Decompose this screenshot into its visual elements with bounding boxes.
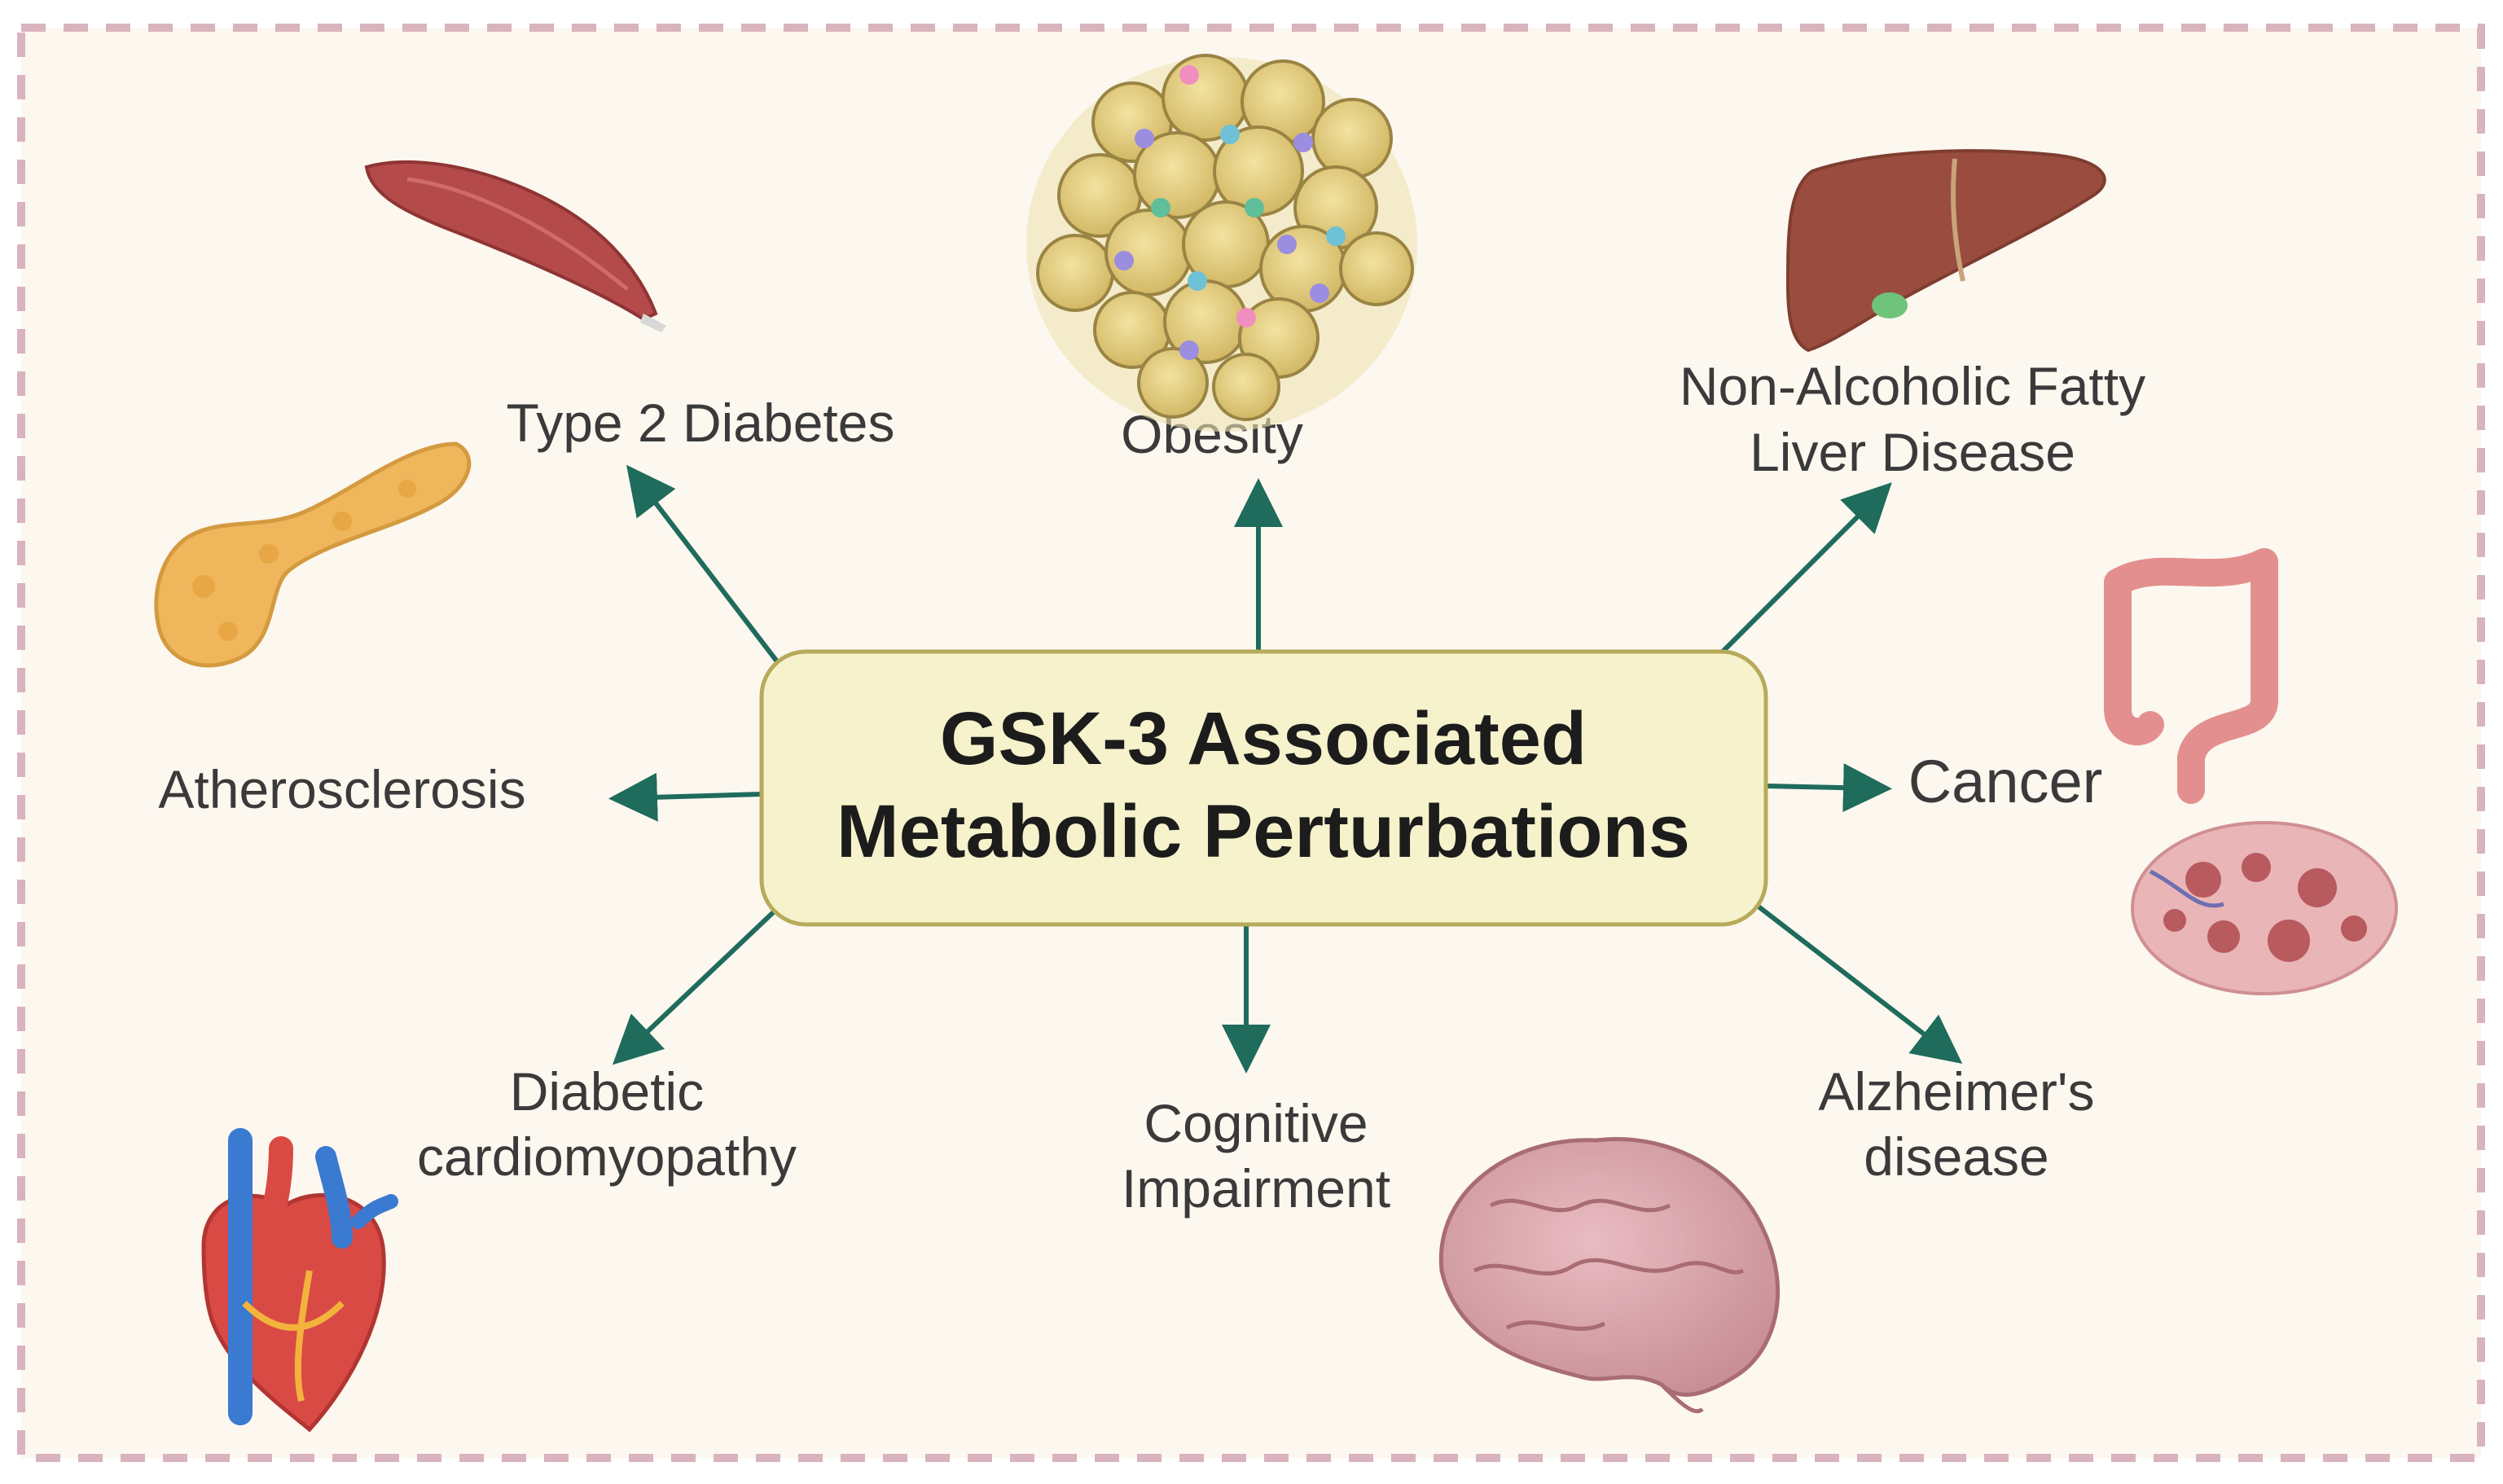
brain-icon (1438, 1137, 1781, 1414)
arrow-diabetic-cardiomyopathy (612, 902, 784, 1065)
center-box: GSK-3 Associated Metabolic Perturbations (759, 649, 1768, 927)
label-diabetic-cardiomyopathy-line-2: cardiomyopathy (417, 1126, 797, 1187)
label-nafld-line-2: Liver Disease (1750, 422, 2075, 482)
label-diabetic-cardiomyopathy-line-1: Diabetic (510, 1061, 704, 1122)
adipose-tissue-icon (1026, 54, 1417, 432)
label-type2-diabetes: Type 2 Diabetes (507, 393, 895, 453)
muscle-icon (364, 160, 666, 332)
arrow-type2-diabetes (626, 464, 784, 670)
arrow-alzheimers (1754, 902, 1963, 1064)
center-title-line-2: Metabolic Perturbations (837, 790, 1690, 873)
label-atherosclerosis: Atherosclerosis (158, 759, 525, 819)
center-box-shape (759, 649, 1768, 927)
label-alzheimers-line-2: disease (1864, 1126, 2049, 1187)
arrows (608, 464, 1963, 1073)
label-cognitive-impairment-line-1: Cognitive (1144, 1093, 1368, 1153)
heart-icon (201, 1128, 398, 1433)
pancreas-icon (154, 441, 472, 668)
ovary-icon (2131, 821, 2398, 995)
center-title-line-1: GSK-3 Associated (940, 697, 1587, 780)
label-cancer: Cancer (1908, 748, 2103, 815)
arrow-cancer (1765, 763, 1892, 813)
arrow-nafld (1720, 482, 1892, 654)
liver-icon (1785, 149, 2106, 353)
colon-icon (2104, 548, 2278, 804)
label-alzheimers-line-1: Alzheimer's (1818, 1061, 2094, 1122)
label-nafld-line-1: Non-Alcoholic Fatty (1680, 356, 2145, 416)
arrow-atherosclerosis (608, 772, 762, 822)
label-cognitive-impairment-line-2: Impairment (1122, 1158, 1390, 1218)
